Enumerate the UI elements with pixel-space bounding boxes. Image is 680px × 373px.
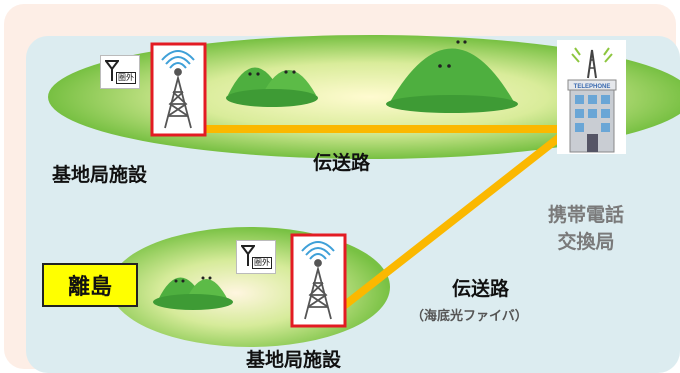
cell-tower-top xyxy=(150,42,207,137)
telephone-exchange-icon: TELEPHONE xyxy=(557,40,626,154)
out-of-service-label: 圏外 xyxy=(116,72,136,84)
transmission-label-top: 伝送路 xyxy=(313,152,371,174)
building-sign: TELEPHONE xyxy=(574,84,611,90)
antenna-icon xyxy=(105,60,119,81)
exchange-label: 携帯電話 交換局 xyxy=(548,202,624,256)
hill-icon xyxy=(226,67,318,107)
base-station-label-bottom: 基地局施設 xyxy=(246,349,342,371)
cell-tower-icon xyxy=(164,68,192,129)
exchange-label-line2: 交換局 xyxy=(557,231,615,253)
hill-icon xyxy=(153,276,233,310)
cell-tower-bottom xyxy=(290,233,347,328)
island-tag: 離島 xyxy=(42,263,138,307)
transmission-label-bottom: 伝送路 xyxy=(452,278,510,300)
transmission-route-bottom xyxy=(341,125,574,309)
exchange-label-line1: 携帯電話 xyxy=(548,204,625,226)
cell-tower-icon xyxy=(304,259,332,320)
transmission-note-bottom: （海底光ファイバ） xyxy=(411,309,528,324)
hill-icon xyxy=(386,40,518,113)
out-of-service-tag-bottom: 圏外 xyxy=(236,240,276,274)
out-of-service-tag-top: 圏外 xyxy=(100,55,140,89)
out-of-service-label: 圏外 xyxy=(252,257,272,269)
base-station-label-top: 基地局施設 xyxy=(52,164,148,186)
antenna-icon xyxy=(241,245,255,266)
